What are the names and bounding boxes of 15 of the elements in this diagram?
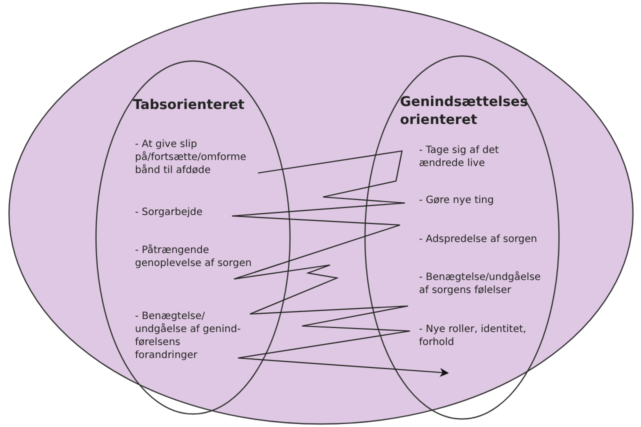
zigzag-arrow xyxy=(231,150,449,377)
list-item: - Påtrængende genoplevelse af sorgen xyxy=(135,244,253,270)
outer-ellipse xyxy=(8,2,634,425)
list-item: - Nye roller, identitet, forhold xyxy=(419,323,528,349)
list-item: - Benægtelse/undgåelse af sorgens følelser xyxy=(419,271,542,297)
group-ellipse xyxy=(95,60,291,415)
list-item: - Adspredelse af sorgen xyxy=(419,233,538,246)
group-heading: Genindsættelses orienteret xyxy=(400,93,529,129)
list-item: - At give slip på/fortsætte/omforme bånd til afdøde xyxy=(135,138,248,177)
list-item: - Benægtelse/ undgåelse af genind- førelsens forandringer xyxy=(135,310,242,362)
list-item: - Gøre nye ting xyxy=(419,194,495,207)
group-heading: Tabsorienteret xyxy=(133,96,246,114)
list-item: - Sorgarbejde xyxy=(135,206,204,219)
list-item: - Tage sig af det ændrede live xyxy=(419,144,500,170)
group-ellipse xyxy=(364,55,560,420)
